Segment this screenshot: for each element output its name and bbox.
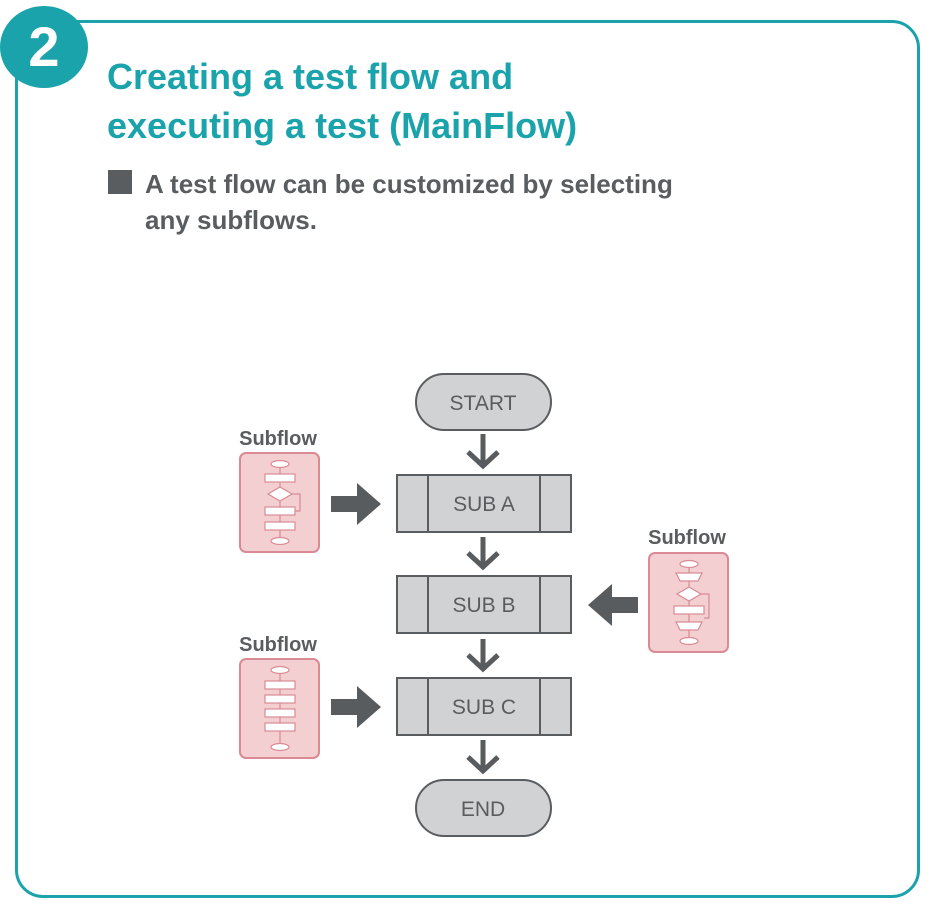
subflow-card-right <box>648 552 729 653</box>
end-label: END <box>461 798 505 821</box>
sub-b-label: SUB B <box>452 594 515 617</box>
step-number-badge: 2 <box>0 6 88 88</box>
subflow-label-right: Subflow <box>648 527 726 549</box>
description-line-1: A test flow can be customized by selecti… <box>145 169 673 199</box>
right-arrow-into-sub-a <box>331 483 381 525</box>
subflow-label-left-top: Subflow <box>239 428 317 450</box>
description-text: A test flow can be customized by selecti… <box>145 166 785 238</box>
sub-c-process: SUB C <box>396 677 572 736</box>
subflow-card-left-bottom <box>239 658 320 759</box>
subflow-card-left-top <box>239 452 320 553</box>
page-title: Creating a test flow and executing a tes… <box>107 52 807 150</box>
mini-flowchart-icon <box>264 459 301 546</box>
sub-a-label: SUB A <box>453 493 515 516</box>
step-number: 2 <box>28 15 60 78</box>
subflow-label-left-bottom: Subflow <box>239 634 317 656</box>
sub-a-process: SUB A <box>396 474 572 533</box>
bullet-square-icon <box>108 170 132 194</box>
down-arrow-4 <box>466 740 500 775</box>
down-arrow-1 <box>466 434 500 470</box>
down-arrow-2 <box>466 537 500 571</box>
end-terminal: END <box>415 779 552 837</box>
right-arrow-into-sub-c <box>331 686 381 728</box>
mini-flowchart-icon <box>264 665 296 752</box>
start-label: START <box>450 392 517 415</box>
description-line-2: any subflows. <box>145 205 317 235</box>
left-arrow-into-sub-b <box>588 584 638 626</box>
start-terminal: START <box>415 373 552 431</box>
sub-b-process: SUB B <box>396 575 572 634</box>
content-panel <box>15 20 920 898</box>
sub-c-label: SUB C <box>452 696 516 719</box>
mini-flowchart-icon <box>673 559 710 646</box>
down-arrow-3 <box>466 639 500 673</box>
title-line-2: executing a test (MainFlow) <box>107 105 578 146</box>
title-line-1: Creating a test flow and <box>107 56 514 97</box>
